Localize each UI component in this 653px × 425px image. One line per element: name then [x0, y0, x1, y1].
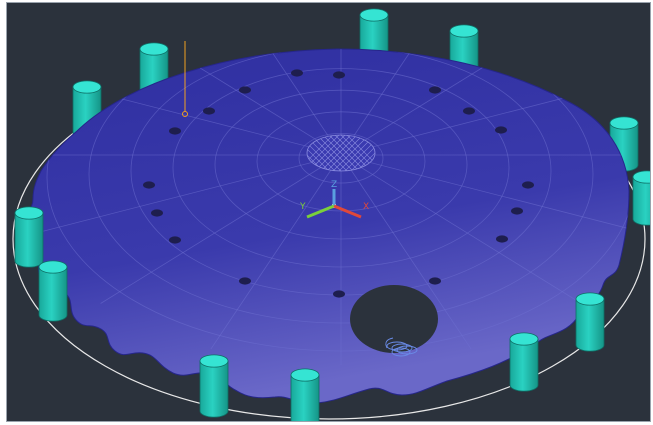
3d-scene[interactable]: Z Y X [7, 3, 650, 421]
large-cutout[interactable] [350, 285, 438, 353]
cursor-crosshair [182, 41, 188, 117]
model-viewport[interactable]: Z Y X [6, 2, 651, 422]
pillars-back-group [72, 8, 639, 172]
y-axis-label: Y [299, 202, 306, 212]
polar-grid [23, 49, 629, 365]
coil-spring-icon [385, 337, 418, 357]
mounting-holes-group [143, 69, 534, 298]
pillars-front-group [14, 170, 650, 421]
x-axis-icon [333, 204, 362, 219]
ucs-icon: Z Y X [299, 180, 369, 219]
z-axis-label: Z [331, 180, 337, 190]
center-hatch [306, 134, 376, 172]
x-axis-label: X [363, 202, 369, 212]
y-axis-icon [306, 204, 335, 219]
